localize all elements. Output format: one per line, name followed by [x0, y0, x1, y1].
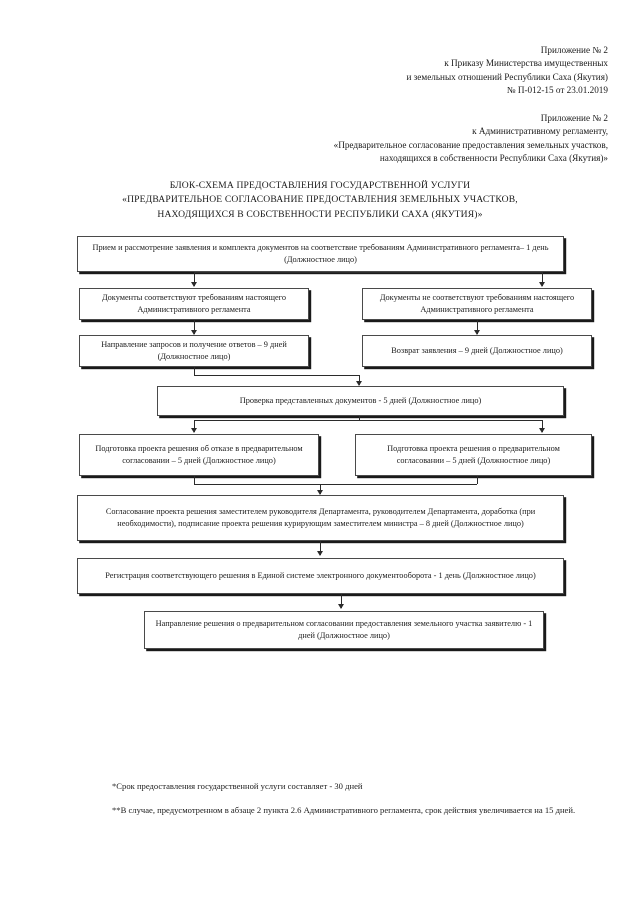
arrow-head-icon	[474, 330, 480, 335]
arrow-head-icon	[539, 282, 545, 287]
arrow-head-icon	[539, 428, 545, 433]
flow-node-label: Подготовка проекта решения о предварител…	[387, 443, 560, 465]
flow-node-approval-draft: Подготовка проекта решения о предварител…	[355, 434, 592, 476]
header-appendix-regulation: Приложение № 2 к Административному регла…	[334, 112, 608, 166]
connector-merge-1	[194, 375, 359, 376]
header-line: к Административному регламенту,	[472, 126, 608, 137]
connector-line	[341, 594, 342, 608]
connector-merge-2	[194, 484, 477, 485]
flow-node-label: Прием и рассмотрение заявления и комплек…	[92, 242, 549, 264]
flow-node-label: Проверка представленных документов - 5 д…	[239, 395, 482, 405]
flow-node-application-return: Возврат заявления – 9 дней (Должностное …	[362, 335, 592, 367]
header-appendix-order: Приложение № 2 к Приказу Министерства им…	[406, 44, 608, 98]
connector-line	[194, 272, 195, 286]
flow-node-label: Согласование проекта решения заместителе…	[105, 506, 536, 528]
title-line: НАХОДЯЩИХСЯ В СОБСТВЕННОСТИ РЕСПУБЛИКИ С…	[157, 208, 483, 220]
flow-node-registration: Регистрация соответствующего решения в Е…	[77, 558, 564, 594]
flow-node-documents-check: Проверка представленных документов - 5 д…	[157, 386, 564, 416]
connector-line	[477, 476, 478, 484]
arrow-head-icon	[191, 330, 197, 335]
flow-node-label: Возврат заявления – 9 дней (Должностное …	[391, 345, 563, 355]
connector-line	[359, 416, 360, 420]
flow-node-label: Документы соответствуют требованиям наст…	[101, 292, 287, 314]
arrow-head-icon	[356, 381, 362, 386]
flow-node-decision-approval: Согласование проекта решения заместителе…	[77, 495, 564, 541]
connector-line	[194, 320, 195, 334]
arrow-head-icon	[191, 282, 197, 287]
arrow-head-icon	[338, 604, 344, 609]
flow-node-documents-noncompliant: Документы не соответствуют требованиям н…	[362, 288, 592, 320]
connector-line	[542, 420, 543, 432]
header-line: Приложение № 2	[540, 45, 608, 55]
header-line: к Приказу Министерства имущественных	[444, 58, 608, 69]
connector-line	[194, 367, 195, 375]
connector-line	[194, 420, 195, 432]
arrow-head-icon	[191, 428, 197, 433]
connector-line	[194, 476, 195, 484]
flow-node-refusal-draft: Подготовка проекта решения об отказе в п…	[79, 434, 319, 476]
connector-line	[477, 320, 478, 334]
flow-node-label: Направление запросов и получение ответов…	[101, 339, 287, 361]
flow-node-label: Направление решения о предварительном со…	[155, 618, 533, 640]
footnote-term-extension: **В случае, предусмотренном в абзаце 2 п…	[112, 805, 576, 815]
page-title: БЛОК-СХЕМА ПРЕДОСТАВЛЕНИЯ ГОСУДАРСТВЕННО…	[0, 179, 640, 222]
connector-line	[542, 272, 543, 286]
flow-node-requests-responses: Направление запросов и получение ответов…	[79, 335, 309, 367]
connector-line	[320, 541, 321, 555]
connector-line	[320, 484, 321, 494]
arrow-head-icon	[317, 490, 323, 495]
flow-node-documents-compliant: Документы соответствуют требованиям наст…	[79, 288, 309, 320]
header-line: и земельных отношений Республики Саха (Я…	[406, 71, 608, 82]
connector-split-2	[194, 420, 542, 421]
header-line: Приложение № 2	[540, 113, 608, 123]
flow-node-label: Подготовка проекта решения об отказе в п…	[95, 443, 303, 465]
arrow-head-icon	[317, 551, 323, 556]
header-line: «Предварительное согласование предоставл…	[333, 139, 608, 150]
header-line: № П-012-15 от 23.01.2019	[506, 85, 608, 96]
flow-node-label: Регистрация соответствующего решения в Е…	[105, 570, 536, 580]
flow-node-decision-delivery: Направление решения о предварительном со…	[144, 611, 544, 649]
flow-node-intake: Прием и рассмотрение заявления и комплек…	[77, 236, 564, 272]
flow-node-label: Документы не соответствуют требованиям н…	[379, 292, 575, 314]
title-line: БЛОК-СХЕМА ПРЕДОСТАВЛЕНИЯ ГОСУДАРСТВЕННО…	[169, 180, 471, 191]
connector-split-1	[194, 272, 542, 273]
connector-line	[359, 375, 360, 385]
footnote-service-term: *Срок предоставления государственной усл…	[112, 781, 363, 791]
title-line: «ПРЕДВАРИТЕЛЬНОЕ СОГЛАСОВАНИЕ ПРЕДОСТАВЛ…	[122, 194, 518, 206]
header-line: находящихся в собственности Республики С…	[379, 153, 608, 164]
